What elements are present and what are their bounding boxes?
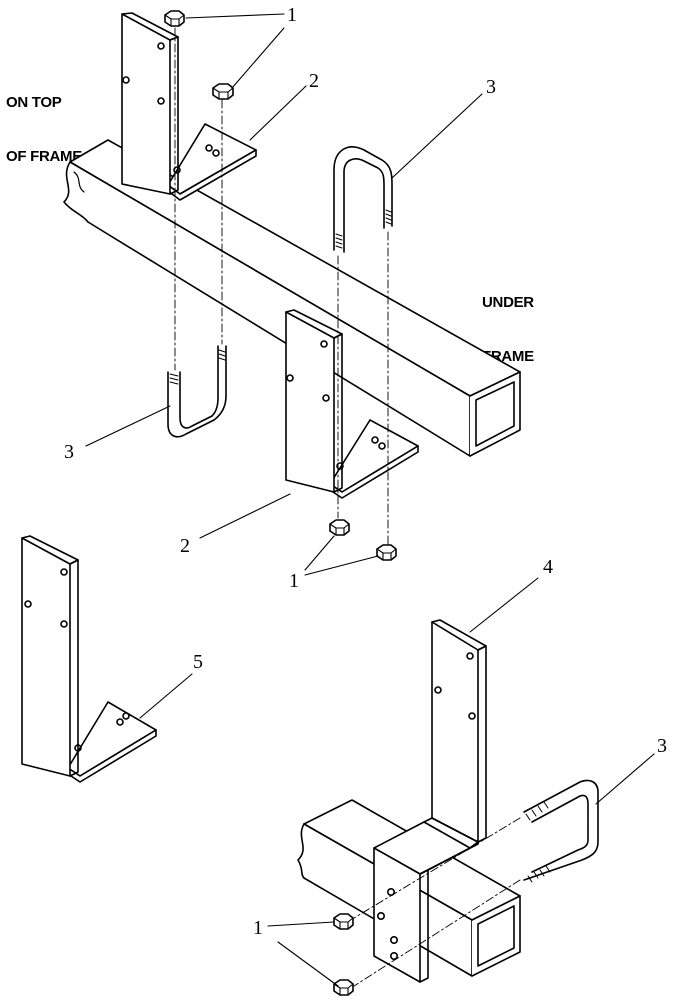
callout-nut-lower: 1 — [289, 570, 299, 592]
bracket-single — [21, 535, 157, 783]
callout-ubolt-assembly: 3 — [657, 735, 667, 757]
u-bolt-left — [167, 345, 227, 438]
nut-lower-b-icon — [376, 544, 397, 561]
leader-lines — [85, 13, 655, 987]
caption-on-top-line1: ON TOP — [6, 94, 62, 111]
nut-assembly-a-icon — [333, 913, 354, 930]
callout-bracket-lower: 2 — [180, 535, 190, 557]
u-bolt-assembly — [523, 779, 599, 883]
assembly-center-lines — [174, 27, 389, 545]
callout-bracket-top: 2 — [309, 70, 319, 92]
callout-nut-top: 1 — [287, 4, 297, 26]
bracket-lower — [285, 309, 419, 499]
caption-on-top-of-frame: ON TOP OF FRAME — [6, 58, 82, 184]
caption-on-top-line2: OF FRAME — [6, 148, 82, 165]
callout-nut-assembly: 1 — [253, 917, 263, 939]
nut-assembly-b-icon — [333, 979, 354, 996]
callout-ubolt-left: 3 — [64, 441, 74, 463]
callout-ubolt-top-right: 3 — [486, 76, 496, 98]
nut-lower-a-icon — [329, 519, 350, 536]
bracket-top — [121, 12, 257, 201]
callout-numbers: 1 2 3 3 2 1 5 4 3 1 — [64, 4, 667, 939]
nut-top-a-icon — [164, 10, 185, 27]
nut-top-b-icon — [212, 83, 234, 100]
assembly-center-lines-bottom — [353, 817, 521, 987]
bracket-assembly — [373, 619, 487, 983]
caption-under-line1: UNDER — [482, 294, 534, 311]
callout-bracket-single: 5 — [193, 651, 203, 673]
callout-bracket-assembly: 4 — [543, 556, 553, 578]
u-bolt-top-right — [333, 146, 393, 253]
frame-tube-top — [63, 139, 521, 457]
